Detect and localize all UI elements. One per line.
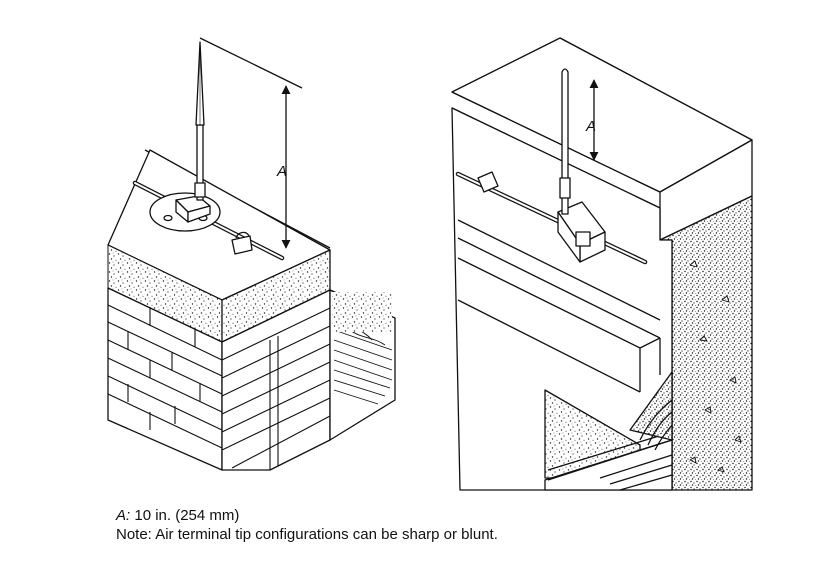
- figure-caption: A: 10 in. (254 mm) Note: Air terminal ti…: [116, 506, 498, 544]
- dimension-variable: A:: [116, 507, 131, 524]
- left-brick-parapet-drawing: [107, 37, 396, 471]
- lightning-protection-figure: A: [107, 37, 753, 491]
- left-dimension-label: A: [276, 163, 287, 180]
- right-dimension-label: A: [585, 118, 596, 135]
- caption-note: Note: Air terminal tip configurations ca…: [116, 526, 498, 543]
- dimension-value: 10 in. (254 mm): [134, 507, 240, 524]
- right-concrete-parapet-drawing: [451, 37, 753, 491]
- dimension-definition: A: 10 in. (254 mm): [116, 506, 498, 525]
